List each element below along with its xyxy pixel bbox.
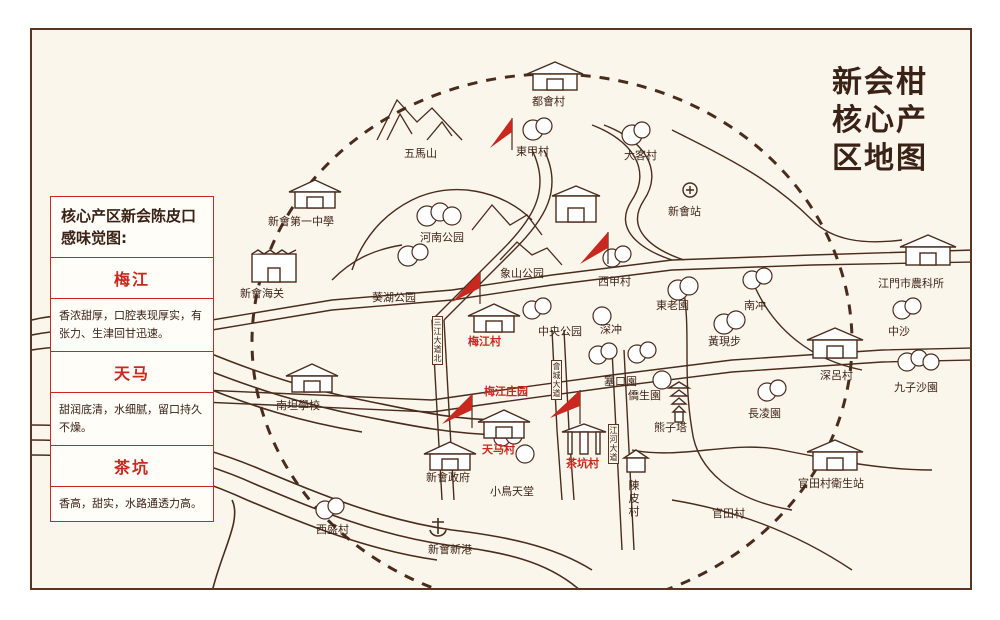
- label-dongjia[interactable]: 東甲村: [516, 145, 549, 158]
- label-xiongziti[interactable]: 熊子塔: [654, 421, 687, 434]
- label-xinhui-port[interactable]: 新會新港: [428, 543, 472, 556]
- label-xiangshan-park[interactable]: 象山公园: [500, 267, 544, 280]
- label-guantian[interactable]: 官田村: [712, 507, 745, 520]
- flag-markers: [442, 118, 609, 428]
- label-haiguan[interactable]: 新會海关: [240, 287, 284, 300]
- label-wuma[interactable]: 五馬山: [404, 147, 437, 160]
- building-icons: [251, 61, 957, 473]
- legend-desc-chakeng: 香高，甜实，水路通透力高。: [59, 497, 202, 510]
- label-road-huicheng: 會城大道: [551, 360, 562, 400]
- label-changling[interactable]: 長凌園: [748, 407, 781, 420]
- label-road-sanjiang: 三江大道北: [432, 316, 443, 365]
- label-zhongyang-park[interactable]: 中央公园: [538, 325, 582, 338]
- label-xisheng[interactable]: 西盛村: [316, 523, 349, 536]
- legend-desc-tianma: 甜润底清，水细腻，留口持久不燥。: [51, 393, 213, 446]
- legend-name-chakeng: 茶坑: [51, 446, 213, 487]
- map-canvas: [32, 61, 970, 588]
- station-icon: [682, 182, 698, 198]
- label-huangmeibu[interactable]: 黃現步: [708, 335, 741, 348]
- label-meijiang-garden[interactable]: 梅江庄园: [484, 385, 528, 398]
- label-qiaoshengyuan[interactable]: 僑生園: [628, 389, 661, 402]
- label-xiaoniao[interactable]: 小鳥天堂: [490, 485, 534, 498]
- map-title: 新会柑核心产区地图: [832, 65, 928, 176]
- label-chakeng[interactable]: 茶坑村: [566, 457, 599, 470]
- label-chenpi[interactable]: 陳皮村: [628, 479, 640, 518]
- label-saikou[interactable]: 塞口園: [604, 375, 637, 388]
- mountain: [376, 98, 563, 266]
- label-nanchong[interactable]: 南冲: [744, 299, 766, 312]
- label-tianma[interactable]: 天马村: [482, 443, 515, 456]
- label-jiangmen-agri[interactable]: 江門市農科所: [878, 277, 944, 290]
- label-jiuzisha[interactable]: 九子沙園: [894, 381, 938, 394]
- legend-heading: 核心产区新会陈皮口感味觉图:: [51, 197, 213, 258]
- tree-cluster: [315, 117, 940, 520]
- legend-name-meijiang: 梅江: [51, 258, 213, 299]
- anchor-icon: [429, 518, 447, 537]
- label-guantian-health[interactable]: 官田村衛生站: [798, 477, 864, 490]
- label-henan-park[interactable]: 河南公园: [420, 231, 464, 244]
- label-xinhui-station[interactable]: 新會站: [668, 205, 701, 218]
- legend-desc-meijiang: 香浓甜厚，口腔表现厚实，有张力、生津回甘迅速。: [51, 299, 213, 352]
- label-shenchong[interactable]: 深冲: [600, 323, 622, 336]
- label-nantan-school[interactable]: 南坦學校: [276, 399, 320, 412]
- label-shenlv[interactable]: 深呂村: [820, 369, 853, 382]
- label-government[interactable]: 新會政府: [426, 471, 470, 484]
- label-road-jianghe: 江河大道: [608, 424, 619, 464]
- flavor-legend: 核心产区新会陈皮口感味觉图: 梅江 香浓甜厚，口腔表现厚实，有张力、生津回甘迅速…: [50, 196, 214, 522]
- label-donglao[interactable]: 東老園: [656, 299, 689, 312]
- label-duhui[interactable]: 都會村: [532, 95, 565, 108]
- map-frame: 新会柑核心产区地图 核心产区新会陈皮口感味觉图: 梅江 香浓甜厚，口腔表现厚实，…: [30, 28, 972, 590]
- label-dake[interactable]: 大客村: [624, 149, 657, 162]
- label-first-middle[interactable]: 新會第一中學: [268, 215, 334, 228]
- label-zhongsha[interactable]: 中沙: [888, 325, 910, 338]
- label-meijiang[interactable]: 梅江村: [468, 335, 501, 348]
- label-kuihu-park[interactable]: 葵湖公园: [372, 291, 416, 304]
- label-xijia[interactable]: 西甲村: [598, 275, 631, 288]
- legend-name-tianma: 天马: [51, 352, 213, 393]
